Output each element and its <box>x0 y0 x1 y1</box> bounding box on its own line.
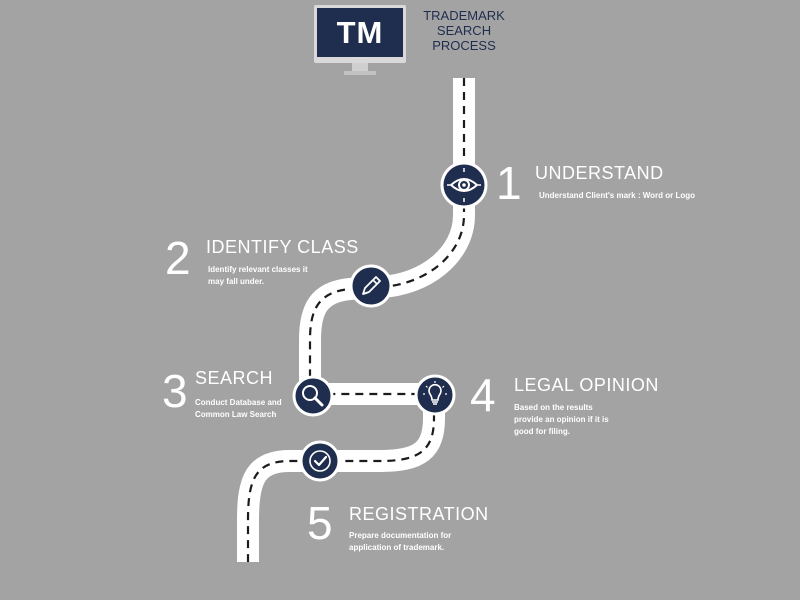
step-2-number: 2 <box>165 232 191 284</box>
step-5-desc-line: Prepare documentation for <box>349 531 452 540</box>
step-3-desc-line: Common Law Search <box>195 410 277 419</box>
step-5-desc-line: application of trademark. <box>349 543 445 552</box>
step-3-title: SEARCH <box>195 368 274 388</box>
step-4-title: LEGAL OPINION <box>514 375 659 395</box>
step-1-desc: Understand Client's mark : Word or Logo <box>539 190 695 202</box>
step-2-desc-line: may fall under. <box>208 277 265 286</box>
step-4-node <box>414 374 456 421</box>
step-5-node <box>299 440 341 487</box>
step-3-desc-line: Conduct Database and <box>195 398 282 407</box>
step-3-node <box>292 375 334 422</box>
step-4-desc: Based on the results provide an opinion … <box>514 402 609 438</box>
step-3-desc: Conduct Database and Common Law Search <box>195 397 282 421</box>
step-2-desc-line: Identify relevant classes it <box>208 265 308 274</box>
checkmark-icon <box>299 440 341 482</box>
logo-text: TM <box>336 14 384 50</box>
step-2-title: IDENTIFY CLASS <box>206 237 359 257</box>
step-1-title: UNDERSTAND <box>535 163 664 183</box>
step-4-desc-line: Based on the results <box>514 403 593 412</box>
step-4-number: 4 <box>470 369 496 421</box>
eye-icon <box>440 161 488 209</box>
step-4-desc-line: provide an opinion if it is <box>514 415 609 424</box>
step-5-title: REGISTRATION <box>349 504 489 524</box>
title-line: PROCESS <box>432 38 496 53</box>
step-2-desc: Identify relevant classes it may fall un… <box>208 264 308 288</box>
step-5-number: 5 <box>307 497 333 549</box>
tm-monitor-logo: TM <box>314 5 406 77</box>
monitor-stand <box>352 63 368 72</box>
pencil-icon <box>349 264 393 308</box>
step-4-desc-line: good for filing. <box>514 427 570 436</box>
step-1-number: 1 <box>496 157 522 209</box>
title-line: SEARCH <box>436 23 492 38</box>
title-line: TRADEMARK <box>423 8 505 23</box>
step-2-node <box>349 264 393 313</box>
step-3-number: 3 <box>162 365 188 417</box>
step-1-node <box>440 161 488 214</box>
monitor-screen: TM <box>314 5 406 63</box>
step-1-desc-line: Understand Client's mark : Word or Logo <box>539 191 695 200</box>
page-title: TRADEMARK SEARCH PROCESS <box>414 8 514 53</box>
monitor-base <box>344 71 376 75</box>
step-5-desc: Prepare documentation for application of… <box>349 530 451 554</box>
magnifier-icon <box>292 375 334 417</box>
lightbulb-icon <box>414 374 456 416</box>
